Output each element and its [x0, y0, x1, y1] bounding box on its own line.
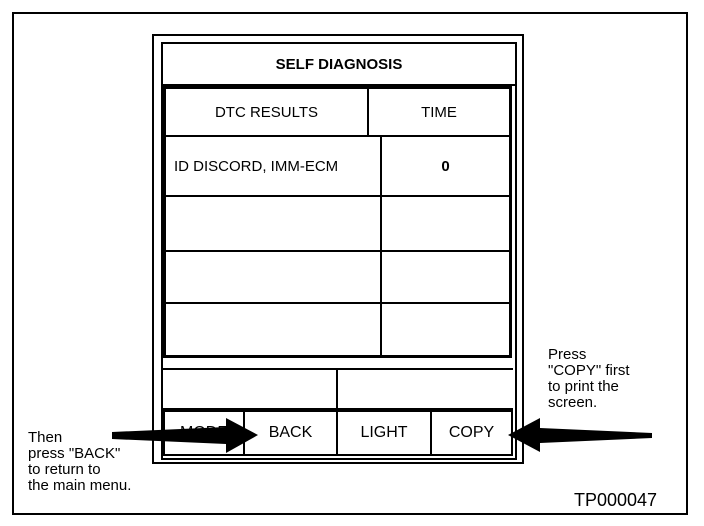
time-cell [380, 304, 509, 355]
left-arrow-icon [112, 418, 258, 453]
right-arrow-icon [508, 418, 652, 452]
table-row[interactable] [166, 197, 509, 252]
copy-button[interactable]: COPY [430, 410, 513, 456]
dtc-cell: ID DISCORD, IMM-ECM [174, 157, 339, 175]
light-button[interactable]: LIGHT [336, 410, 432, 456]
dtc-results-table: DTC RESULTS TIME ID DISCORD, IMM-ECM 0 [163, 86, 512, 358]
blank-key-row [163, 368, 513, 410]
table-row[interactable] [166, 252, 509, 304]
header-time: TIME [367, 89, 509, 135]
table-row[interactable] [166, 304, 509, 355]
blank-key-divider [336, 368, 338, 410]
header-dtc-results: DTC RESULTS [214, 103, 319, 121]
figure-frame [12, 12, 688, 515]
figure-code: TP000047 [574, 490, 658, 510]
copy-instruction-note: Press "COPY" first to print the screen. [548, 346, 630, 411]
table-header-row: DTC RESULTS TIME [166, 89, 509, 137]
time-cell: 0 [380, 137, 509, 195]
back-instruction-note: Then press "BACK" to return to the main … [28, 429, 132, 494]
consult-screen-bezel [152, 34, 524, 464]
consult-screen [161, 42, 517, 460]
time-cell [380, 252, 509, 302]
table-row[interactable]: ID DISCORD, IMM-ECM 0 [166, 137, 509, 197]
time-cell [380, 197, 509, 250]
screen-title: SELF DIAGNOSIS [163, 44, 515, 86]
